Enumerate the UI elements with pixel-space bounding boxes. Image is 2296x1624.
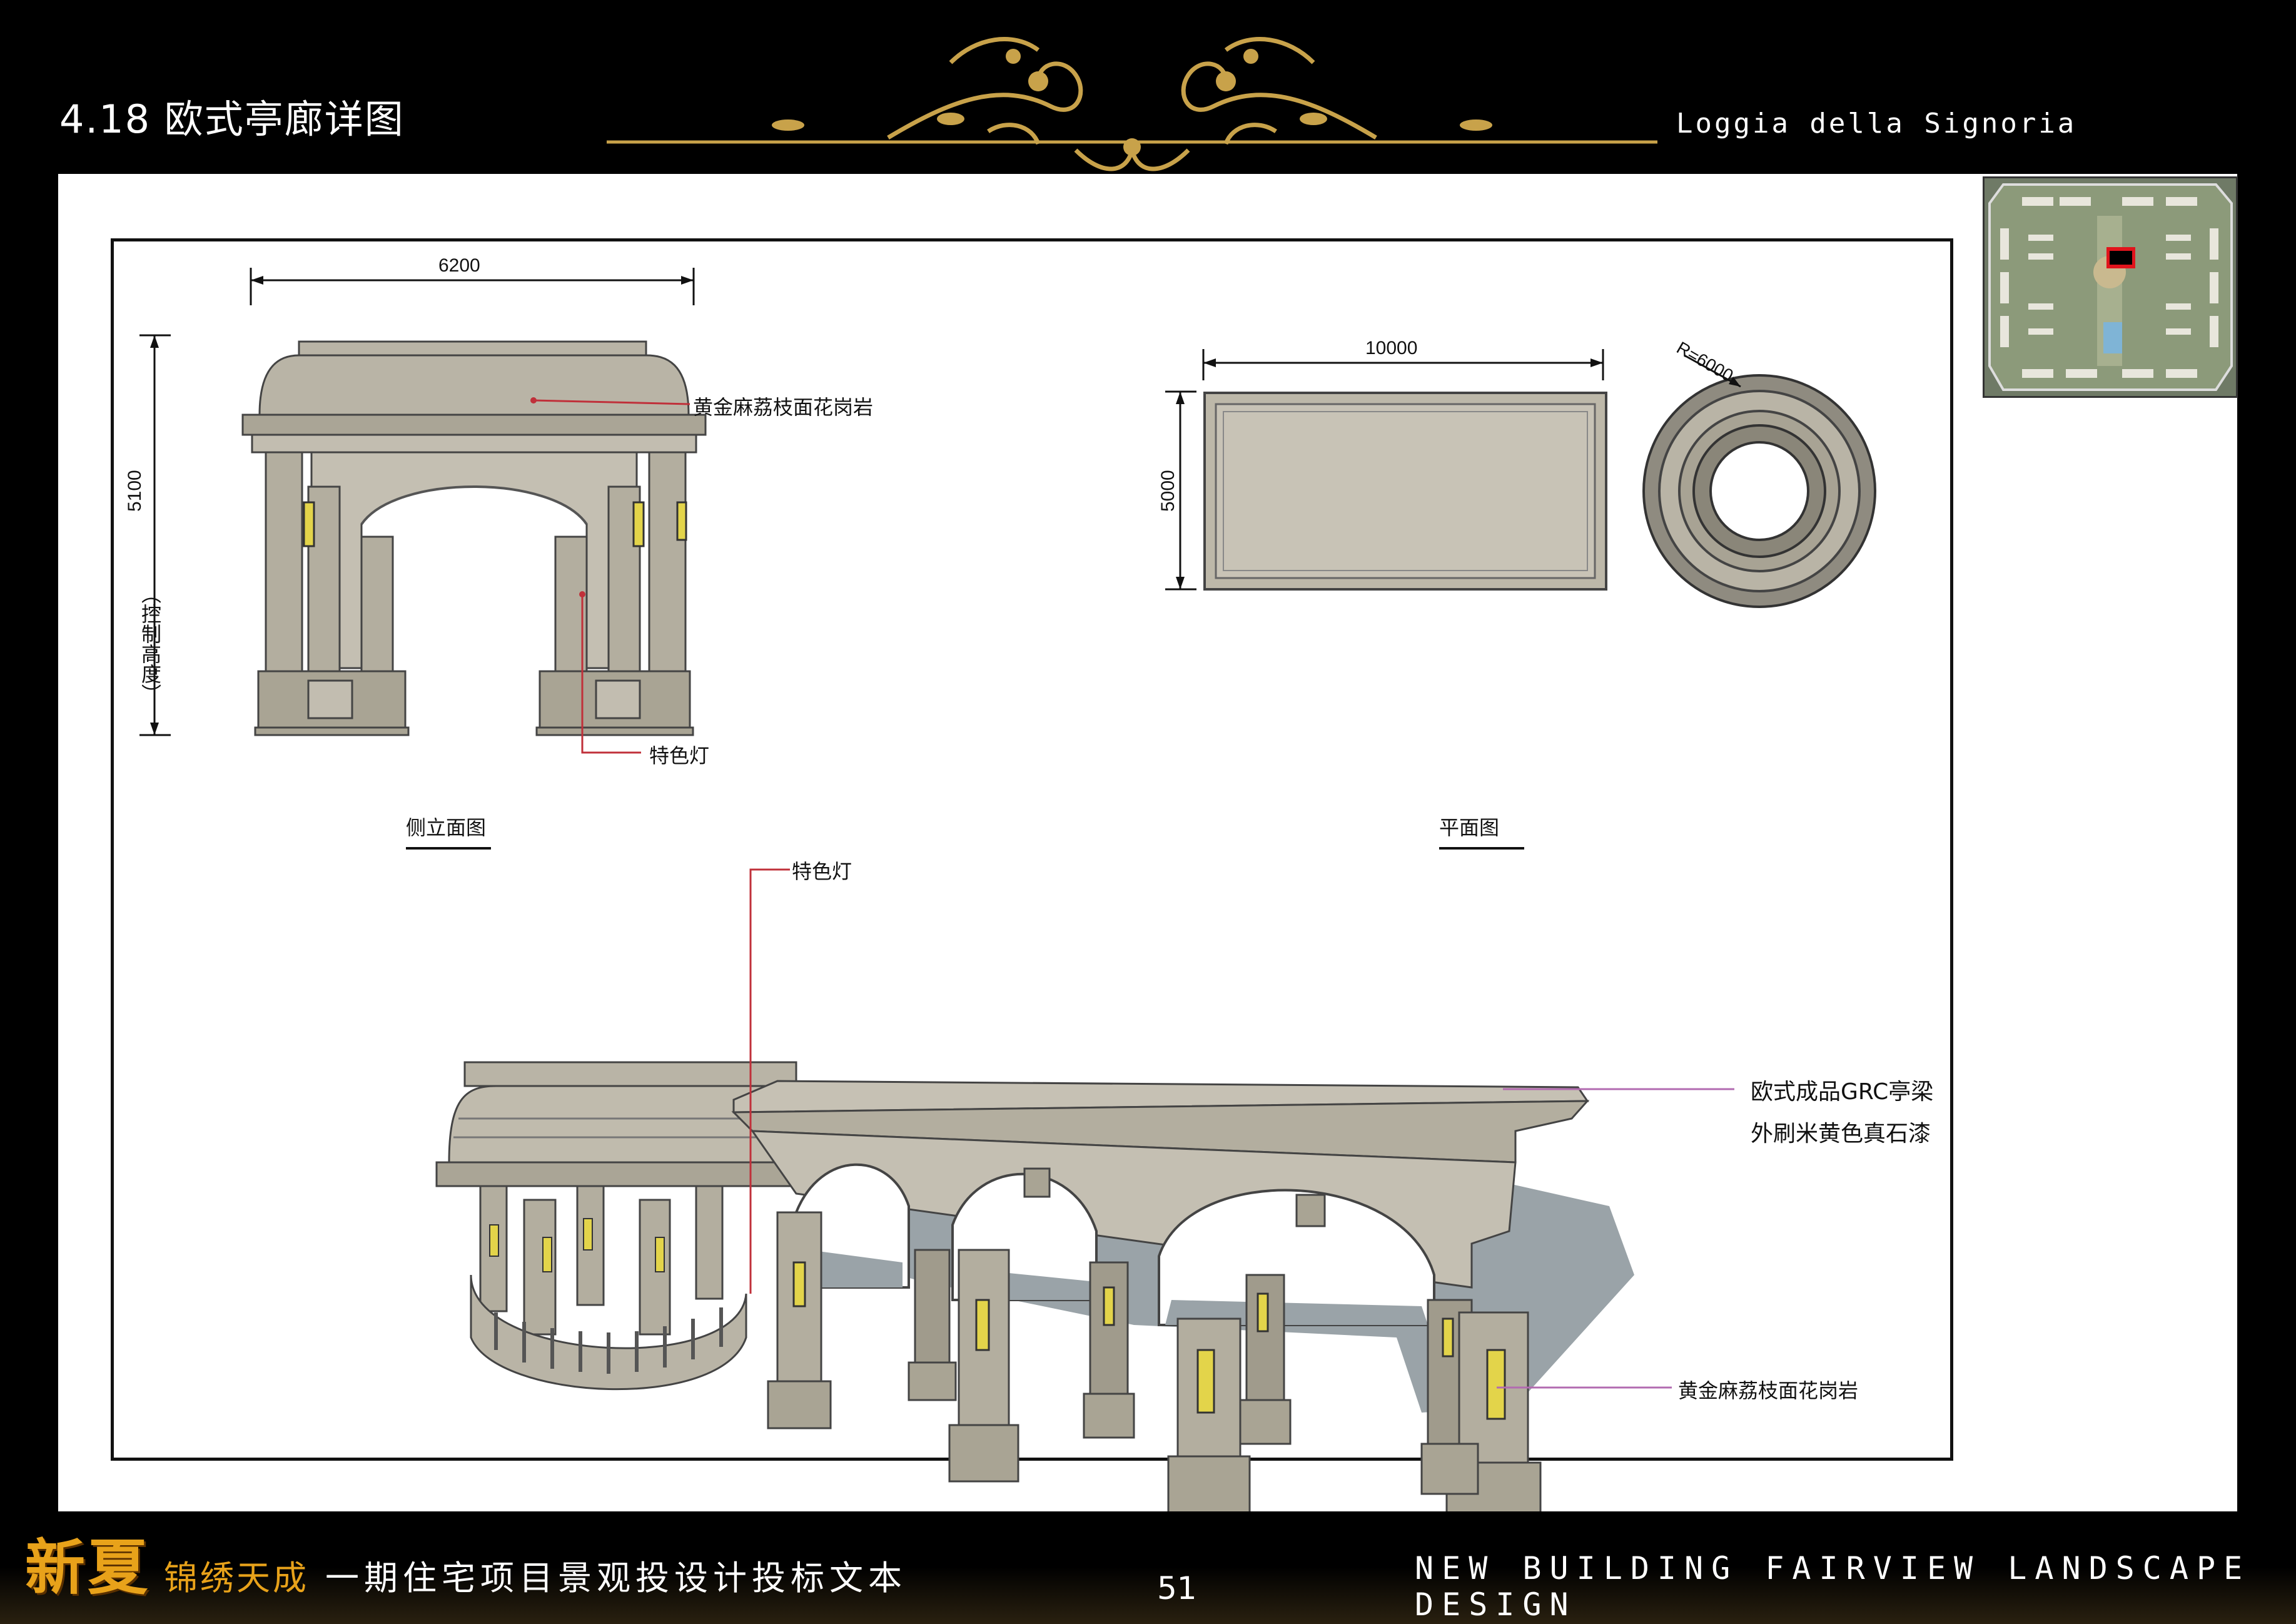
side-elevation-drawing [139,268,707,754]
plan-width-dim: 10000 [1365,338,1418,358]
site-key-map [1983,176,2238,398]
perspective-beam-label-2: 外刷米黄色真石漆 [1751,1121,1931,1147]
drawing-sheet: 6200 5100 （控制高度） 黄金麻荔枝面花岗岩 特色灯 侧立面图 1000… [58,174,2237,1511]
footer-bar [0,1520,2296,1624]
perspective-base-label: 黄金麻荔枝面花岗岩 [1678,1379,1859,1403]
site-plan-thumbnail [1985,178,2236,396]
page-number: 51 [1157,1570,1197,1606]
gold-ornament [607,37,1657,171]
perspective-lamp-label: 特色灯 [792,860,852,883]
side-elevation-caption: 侧立面图 [406,812,492,850]
elevation-width-dim: 6200 [438,255,480,276]
plan-height-dim: 5000 [1158,470,1178,512]
project-name-rest: 一期住宅项目景观投设计投标文本 [325,1558,907,1598]
page-subtitle: Loggia della Signoria [1676,108,2077,140]
brand-logo: 新夏 [25,1532,150,1603]
drawing-frame [111,238,1953,1461]
elevation-material-label: 黄金麻荔枝面花岗岩 [693,395,874,419]
perspective-drawing [435,868,1734,1511]
footer-english-title: NEW BUILDING FAIRVIEW LANDSCAPE DESIGN [1415,1550,2251,1623]
elevation-height-dim: 5100 [124,470,145,512]
plan-caption: 平面图 [1439,812,1525,850]
project-name-highlight: 锦绣天成 [164,1558,309,1598]
elevation-lamp-label: 特色灯 [649,744,710,768]
plan-view-drawing [1165,349,1876,608]
page-title: 4.18 欧式亭廊详图 [59,96,405,142]
architectural-drawing [139,268,1876,1511]
elevation-height-note: （控制高度） [138,584,162,704]
perspective-beam-label-1: 欧式成品GRC亭梁 [1751,1079,1934,1105]
